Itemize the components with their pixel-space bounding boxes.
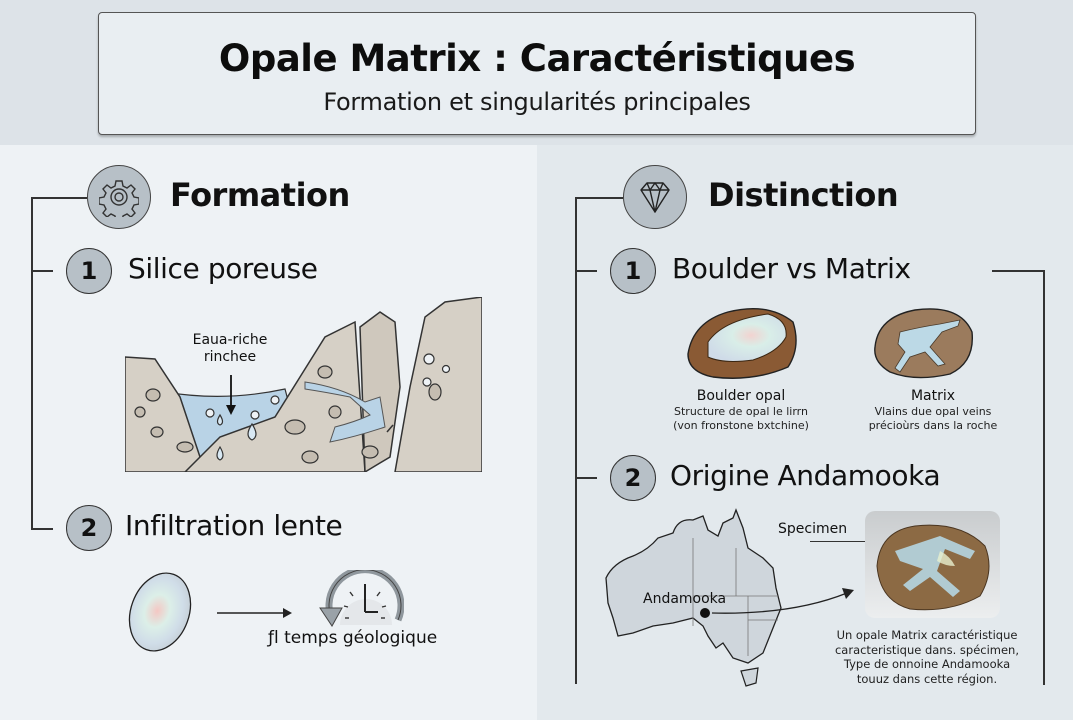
distinction-connector-right-top bbox=[992, 270, 1044, 272]
specimen-label-line bbox=[810, 541, 870, 543]
step-badge-2: 2 bbox=[66, 505, 112, 551]
andamooka-map-label: Andamooka bbox=[643, 591, 727, 607]
caption-glyph: ƒl bbox=[268, 628, 279, 648]
gear-icon bbox=[87, 165, 151, 229]
step-title-origine-andamooka: Origine Andamooka bbox=[670, 459, 941, 492]
specimen-pointer-arrow bbox=[711, 585, 857, 620]
step-title-infiltration: Infiltration lente bbox=[125, 509, 343, 542]
porous-silica-illustration bbox=[124, 296, 483, 474]
distinction-connector-step2 bbox=[575, 477, 597, 479]
geological-time-caption: ƒl temps géologique bbox=[268, 628, 437, 648]
matrix-opal-desc1: Vlains due opal veins bbox=[874, 405, 992, 418]
caption-line-2: caracteristique dans. spécimen, bbox=[834, 642, 1020, 657]
distinction-connector-top bbox=[575, 197, 623, 199]
matrix-opal-desc2: précioùrs dans la roche bbox=[868, 419, 998, 432]
formation-connector-top bbox=[31, 197, 87, 199]
distinction-connector-vertical bbox=[575, 197, 577, 684]
matrix-opal-caption: Matrix Vlains due opal veins précioùrs d… bbox=[853, 387, 1013, 433]
step-badge-1: 1 bbox=[66, 248, 112, 294]
specimen-label: Specimen bbox=[778, 521, 848, 537]
water-label: Eaua-riche rinchee bbox=[175, 332, 285, 366]
australia-map bbox=[598, 508, 798, 688]
andamooka-location-dot bbox=[700, 608, 710, 618]
boulder-opal-desc1: Structure de opal le lirrn bbox=[674, 405, 808, 418]
arrow-icon bbox=[217, 604, 292, 618]
matrix-opal-image bbox=[870, 302, 975, 382]
opal-stone-icon bbox=[125, 570, 200, 655]
caption-line-3: Type de onnoine Andamooka bbox=[843, 657, 1011, 671]
boulder-opal-caption: Boulder opal Structure de opal le lirrn … bbox=[672, 387, 810, 433]
step-badge-boulder: 1 bbox=[610, 248, 656, 294]
formation-connector-step1 bbox=[31, 270, 53, 272]
caption-line-4: touuz dans cette région. bbox=[856, 671, 998, 686]
diamond-icon bbox=[623, 165, 687, 229]
page-subtitle: Formation et singularités principales bbox=[323, 88, 751, 116]
boulder-opal-desc2: (von fronstone bxtchine) bbox=[673, 419, 809, 432]
water-label-line1: Eaua-riche bbox=[192, 332, 268, 348]
step-title-boulder-vs-matrix: Boulder vs Matrix bbox=[672, 252, 911, 285]
formation-title: Formation bbox=[170, 176, 350, 214]
distinction-connector-right-vertical bbox=[1043, 270, 1045, 685]
title-box: Opale Matrix : Caractéristiques Formatio… bbox=[98, 12, 976, 135]
formation-connector-vertical bbox=[31, 197, 33, 529]
clock-time-icon bbox=[312, 566, 405, 628]
caption-text: temps géologique bbox=[284, 628, 438, 648]
boulder-opal-image bbox=[683, 302, 801, 382]
distinction-connector-step1 bbox=[575, 270, 597, 272]
specimen-photo bbox=[865, 511, 1000, 618]
step-badge-origin: 2 bbox=[610, 455, 656, 501]
caption-line-1: Un opale Matrix caractéristique bbox=[836, 628, 1018, 642]
boulder-opal-name: Boulder opal bbox=[696, 388, 786, 404]
distinction-title: Distinction bbox=[708, 176, 899, 214]
matrix-opal-name: Matrix bbox=[910, 388, 956, 404]
page-title: Opale Matrix : Caractéristiques bbox=[218, 37, 856, 80]
step-title-silice: Silice poreuse bbox=[128, 252, 318, 285]
formation-connector-step2 bbox=[31, 528, 53, 530]
andamooka-caption: Un opale Matrix caractéristique caracter… bbox=[812, 628, 1042, 686]
water-label-line2: rinchee bbox=[203, 349, 257, 365]
